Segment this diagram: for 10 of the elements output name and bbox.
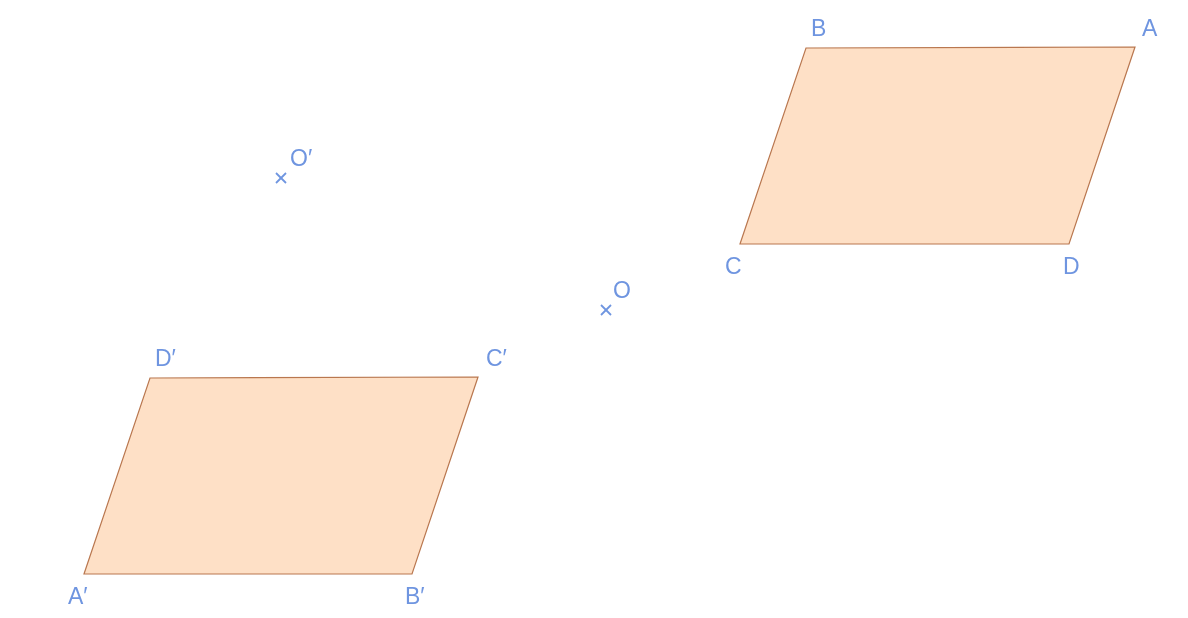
vertex-label: B′ <box>405 585 425 608</box>
vertex-label: A <box>1142 17 1158 40</box>
vertex-label: B <box>811 17 827 40</box>
point-label: O <box>613 279 631 302</box>
point-label: O′ <box>290 147 313 170</box>
vertex-label: D <box>1063 255 1080 278</box>
vertex-label: A′ <box>68 585 88 608</box>
vertex-label: C′ <box>486 347 507 370</box>
vertex-label: D′ <box>155 347 176 370</box>
vertex-label: C <box>725 255 742 278</box>
